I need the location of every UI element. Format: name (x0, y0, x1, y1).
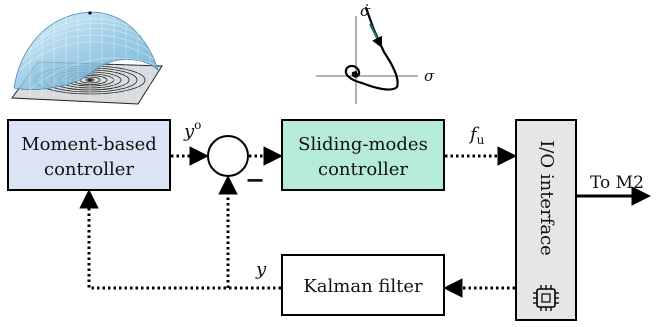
y-feedback-label: y (255, 259, 267, 280)
kalman-filter-block: Kalman filter (281, 254, 445, 316)
feedback-path-moment (79, 189, 281, 290)
phase-x-label: σ (424, 67, 435, 85)
phase-portrait: σ σ̇ (316, 2, 435, 104)
fu-label: fu (468, 124, 485, 147)
output-label: To M2 (590, 173, 644, 193)
summing-junction (207, 135, 249, 177)
minus-sign: − (245, 165, 265, 194)
yref-label-base: y (183, 121, 195, 142)
yref-label: yo (183, 118, 201, 142)
yref-label-sup: o (194, 118, 201, 132)
phase-trajectory (344, 6, 399, 91)
moment-controller-label-line1: Moment-based (21, 134, 157, 155)
kalman-filter-label: Kalman filter (303, 276, 423, 297)
chip-icon (533, 285, 559, 311)
phase-origin-point (354, 72, 358, 76)
sliding-modes-controller-block: Sliding-modes controller (281, 119, 445, 191)
io-interface-block: I/O interface (515, 119, 577, 321)
phase-y-label: σ̇ (360, 2, 371, 20)
surface-mesh (19, 12, 158, 100)
sliding-controller-label-line2: controller (318, 159, 408, 180)
fu-label-sub: u (477, 133, 485, 147)
moment-based-controller-block: Moment-based controller (7, 119, 171, 191)
moment-controller-label-line2: controller (44, 159, 134, 180)
sliding-controller-label-line1: Sliding-modes (298, 134, 428, 155)
surface-peak-point (88, 11, 92, 15)
phase-direction-arrow (369, 23, 382, 48)
surface-plot (11, 11, 163, 105)
surface-dome (13, 11, 159, 90)
io-interface-label: I/O interface (536, 140, 557, 256)
